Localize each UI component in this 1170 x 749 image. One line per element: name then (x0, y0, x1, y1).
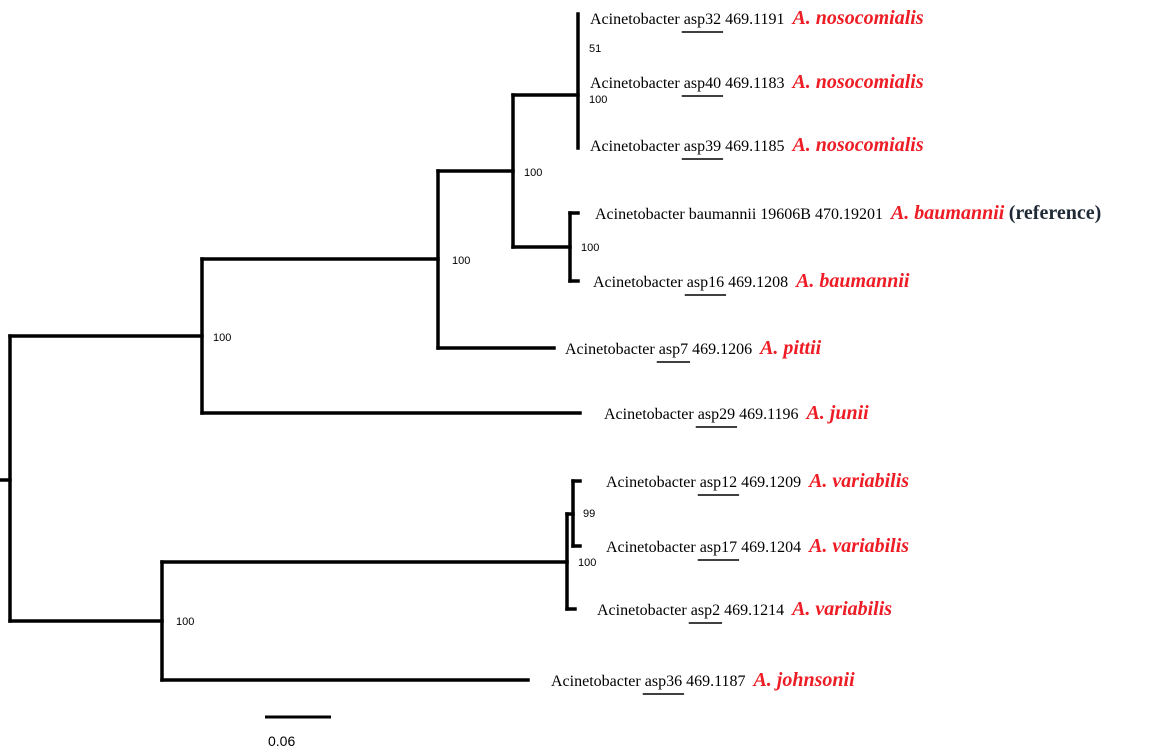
species-label: A. variabilis (807, 535, 909, 557)
leaf-accession: 469.1185 (721, 138, 784, 155)
leaf-accession: 469.1214 (720, 602, 784, 619)
bootstrap-value: 100 (213, 332, 231, 344)
leaf-label: Acinetobacter asp32 469.1191 A. nosocomia… (590, 7, 924, 33)
species-label: A. johnsonii (751, 669, 855, 691)
leaf-accession: 470.19201 (811, 206, 883, 223)
leaf-isolate-id: asp2 (687, 602, 720, 619)
svg-text:Acinetobacter asp40 469.1183: Acinetobacter asp40 469.1183 (590, 75, 784, 92)
svg-text:Acinetobacter asp7 469.1206: Acinetobacter asp7 469.1206 (565, 341, 752, 358)
leaf-accession: 469.1187 (682, 673, 745, 690)
bootstrap-value: 100 (578, 557, 596, 569)
leaf-genus: Acinetobacter (565, 341, 655, 358)
leaf-isolate-id: asp17 (696, 539, 737, 556)
leaf-isolate-id: asp39 (680, 138, 721, 155)
svg-text:Acinetobacter asp29 469.1196: Acinetobacter asp29 469.1196 (604, 406, 798, 423)
leaf-accession: 469.1208 (724, 274, 788, 291)
tree-branches (0, 12, 582, 682)
bootstrap-value: 100 (176, 616, 194, 628)
svg-text:Acinetobacter asp16 469.1208: Acinetobacter asp16 469.1208 (593, 274, 788, 291)
leaf-accession: 469.1191 (721, 11, 784, 28)
svg-text:Acinetobacter asp12 469.1209: Acinetobacter asp12 469.1209 (606, 474, 801, 491)
leaf-genus: Acinetobacter (606, 474, 696, 491)
leaf-genus: Acinetobacter (597, 602, 687, 619)
leaf-genus: Acinetobacter (604, 406, 694, 423)
leaf-label: Acinetobacter asp17 469.1204 A. variabili… (606, 535, 909, 561)
species-label: A. baumannii (794, 270, 910, 292)
scale-bar-group: 0.06 (265, 715, 331, 749)
leaf-label: Acinetobacter asp36 469.1187 A. johnsonii (551, 669, 855, 695)
bootstrap-value: 100 (589, 94, 607, 106)
species-label: A. junii (804, 402, 869, 424)
svg-text:Acinetobacter asp17 469.1204: Acinetobacter asp17 469.1204 (606, 539, 801, 556)
bootstrap-value: 99 (583, 508, 595, 520)
species-label: A. nosocomialis (790, 71, 923, 93)
leaf-genus: Acinetobacter (590, 138, 680, 155)
leaf-isolate-id: asp12 (696, 474, 737, 491)
leaf-isolate-id: asp40 (680, 75, 721, 92)
leaf-isolate-id: asp29 (694, 406, 735, 423)
bootstrap-value: 51 (589, 43, 601, 55)
leaf-label: Acinetobacter asp29 469.1196 A. junii (604, 402, 869, 428)
svg-text:Acinetobacter baumannii 19606B: Acinetobacter baumannii 19606B 470.19201 (595, 206, 883, 223)
leaf-label: Acinetobacter asp40 469.1183 A. nosocomia… (590, 71, 924, 97)
species-label: A. nosocomialis (790, 134, 923, 156)
leaf-genus: Acinetobacter (551, 673, 641, 690)
leaf-isolate-id: asp16 (683, 274, 724, 291)
species-label: A. variabilis (790, 598, 892, 620)
leaf-genus: Acinetobacter (606, 539, 696, 556)
bootstrap-value: 100 (581, 242, 599, 254)
svg-text:Acinetobacter asp2 469.1214: Acinetobacter asp2 469.1214 (597, 602, 784, 619)
leaf-accession: 469.1196 (735, 406, 798, 423)
leaf-isolate-id: asp32 (680, 11, 721, 28)
leaf-label: Acinetobacter asp2 469.1214 A. variabilis (597, 598, 892, 624)
leaf-genus: Acinetobacter (593, 274, 683, 291)
leaf-label: Acinetobacter baumannii 19606B 470.19201… (595, 202, 1101, 224)
leaf-genus: Acinetobacter baumannii 19606B (595, 206, 811, 223)
leaf-accession: 469.1206 (688, 341, 752, 358)
leaf-genus: Acinetobacter (590, 11, 680, 28)
leaf-genus: Acinetobacter (590, 75, 680, 92)
leaf-label: Acinetobacter asp12 469.1209 A. variabili… (606, 470, 909, 496)
leaf-accession: 469.1183 (721, 75, 784, 92)
species-label: A. pittii (758, 337, 822, 359)
leaf-labels: Acinetobacter asp32 469.1191 A. nosocomia… (551, 7, 1101, 695)
bootstrap-values: 51 100 100 100 100 100 99 100 100 (176, 43, 607, 628)
leaf-accession: 469.1204 (737, 539, 801, 556)
leaf-isolate-id: asp7 (655, 341, 688, 358)
svg-text:Acinetobacter asp39 469.1185: Acinetobacter asp39 469.1185 (590, 138, 784, 155)
svg-text:Acinetobacter asp36 469.1187: Acinetobacter asp36 469.1187 (551, 673, 745, 690)
bootstrap-value: 100 (524, 167, 542, 179)
leaf-isolate-id: asp36 (641, 673, 682, 690)
leaf-accession: 469.1209 (737, 474, 801, 491)
leaf-label: Acinetobacter asp16 469.1208 A. baumannii (593, 270, 910, 296)
leaf-label: Acinetobacter asp39 469.1185 A. nosocomia… (590, 134, 924, 160)
species-label: A. variabilis (807, 470, 909, 492)
reference-label: (reference) (1009, 202, 1102, 224)
svg-text:Acinetobacter asp32 469.1191: Acinetobacter asp32 469.1191 (590, 11, 784, 28)
species-label: A. baumannii (889, 202, 1005, 224)
scale-bar-label: 0.06 (268, 733, 295, 749)
leaf-label: Acinetobacter asp7 469.1206 A. pittii (565, 337, 822, 363)
bootstrap-value: 100 (452, 255, 470, 267)
species-label: A. nosocomialis (790, 7, 923, 29)
